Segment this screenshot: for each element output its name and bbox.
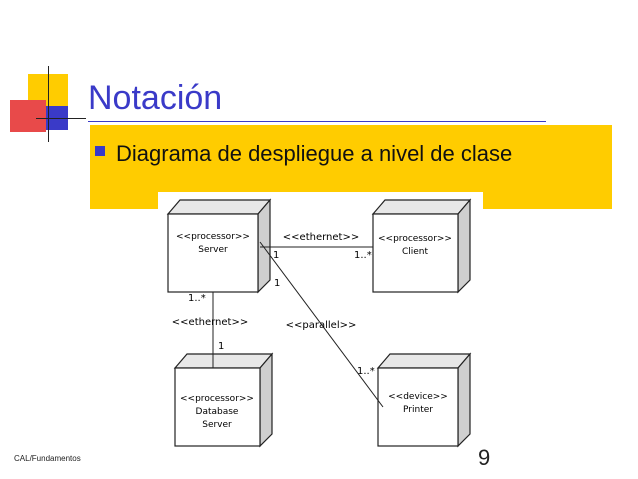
server-stereotype: <<processor>> xyxy=(176,232,250,242)
database-stereotype: <<processor>> xyxy=(180,394,254,404)
link-server-printer-mult-server: 1 xyxy=(274,278,280,289)
page-number: 9 xyxy=(478,445,491,470)
printer-stereotype: <<device>> xyxy=(388,392,448,402)
link-server-client-stereotype: <<ethernet>> xyxy=(283,232,359,243)
deployment-diagram: <<processor>> Server <<processor>> Clien… xyxy=(158,192,483,454)
logo-red-square xyxy=(10,100,46,132)
link-server-database-mult-database: 1 xyxy=(218,341,224,352)
link-server-printer-stereotype: <<parallel>> xyxy=(286,320,357,331)
bullet-text: Diagrama de despliegue a nivel de clase xyxy=(116,141,513,166)
footer-text: CAL/Fundamentos xyxy=(14,454,81,463)
node-printer: <<device>> Printer xyxy=(376,352,472,448)
link-server-client-mult-client: 1..* xyxy=(354,250,372,261)
title-underline xyxy=(88,121,546,122)
node-database: <<processor>> Database Server xyxy=(173,352,274,448)
logo-vertical-line xyxy=(48,66,49,142)
link-server-database-stereotype: <<ethernet>> xyxy=(172,317,248,328)
node-client: <<processor>> Client xyxy=(371,198,472,294)
logo-horizontal-line xyxy=(36,118,86,119)
link-server-database-mult-server: 1..* xyxy=(188,293,206,304)
link-server-client-mult-server: 1 xyxy=(273,250,279,261)
link-server-printer xyxy=(259,241,384,408)
slide-title: Notación xyxy=(88,79,223,117)
server-name: Server xyxy=(198,245,228,255)
client-stereotype: <<processor>> xyxy=(378,234,452,244)
link-server-printer-mult-printer: 1..* xyxy=(357,366,375,377)
database-name: Database xyxy=(196,407,239,417)
database-name-line2: Server xyxy=(202,420,232,430)
client-name: Client xyxy=(402,247,429,257)
node-server: <<processor>> Server xyxy=(166,198,272,294)
printer-name: Printer xyxy=(403,405,433,415)
bullet-square-icon xyxy=(95,146,105,156)
